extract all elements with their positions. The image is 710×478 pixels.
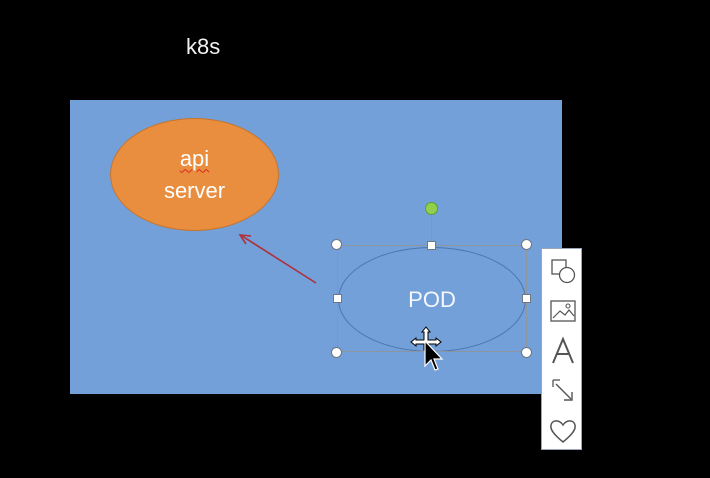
resize-arrow-icon bbox=[551, 379, 573, 401]
move-cursor-icon bbox=[410, 326, 444, 371]
rotate-connector bbox=[431, 213, 432, 245]
resize-handle-bottom-right[interactable] bbox=[521, 347, 532, 358]
heart-icon bbox=[549, 420, 576, 443]
resize-handle-top-left[interactable] bbox=[331, 239, 342, 250]
shape-styles-button[interactable] bbox=[542, 251, 583, 291]
picture-button[interactable] bbox=[542, 291, 583, 331]
quick-format-toolbar bbox=[541, 248, 582, 450]
rotate-handle[interactable] bbox=[425, 202, 438, 215]
resize-handle-left[interactable] bbox=[333, 294, 342, 303]
resize-handle-bottom-left[interactable] bbox=[331, 347, 342, 358]
shape-styles-icon bbox=[550, 259, 575, 284]
favorites-button[interactable] bbox=[542, 411, 583, 451]
pod-label: POD bbox=[408, 286, 456, 312]
picture-icon bbox=[549, 300, 576, 322]
resize-handle-right[interactable] bbox=[522, 294, 531, 303]
text-icon bbox=[551, 336, 574, 364]
slide-title: k8s bbox=[186, 34, 221, 59]
resize-handle-top[interactable] bbox=[427, 241, 436, 250]
resize-button[interactable] bbox=[542, 371, 583, 411]
resize-handle-top-right[interactable] bbox=[521, 239, 532, 250]
text-button[interactable] bbox=[542, 331, 583, 371]
api-server-ellipse[interactable]: api server bbox=[110, 118, 279, 231]
api-server-label-line1: api bbox=[179, 145, 210, 171]
api-server-label-line2: server bbox=[163, 177, 226, 203]
